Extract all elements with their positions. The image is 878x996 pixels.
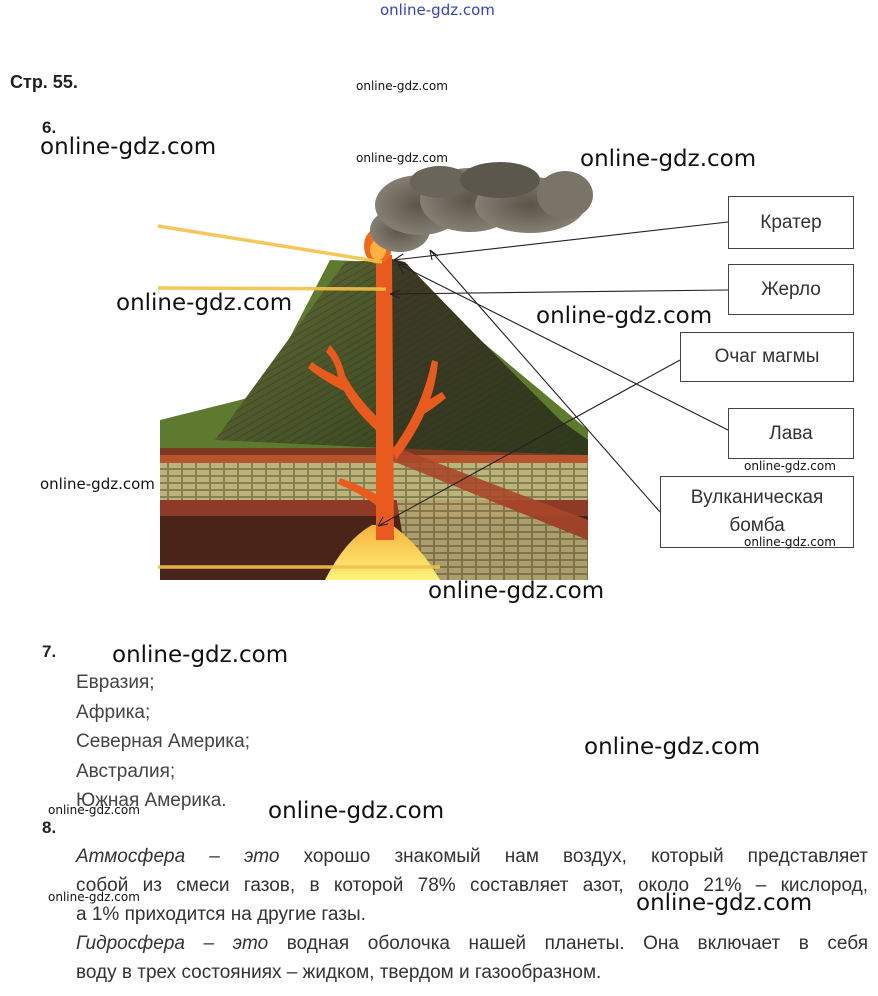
watermark: online-gdz.com [536, 303, 713, 329]
watermark: online-gdz.com [268, 798, 445, 824]
list-item: Южная Америка. [76, 790, 227, 811]
list-item: Северная Америка; [76, 731, 250, 752]
atmosphere-text-1: хорошо знакомый нам воздух, который пред… [279, 846, 868, 867]
watermark: online-gdz.com [356, 79, 448, 93]
hydrosphere-term: Гидросфера – это [76, 933, 269, 954]
list-item: Африка; [76, 701, 151, 723]
continents-list: Евразия; Африка; Северная Америка; Австр… [76, 668, 250, 816]
watermark: online-gdz.com [112, 642, 289, 668]
watermark: online-gdz.com [40, 134, 217, 160]
watermark: online-gdz.com [48, 890, 140, 904]
label-volcanic-bomb-line2: бомба [729, 515, 785, 536]
watermark: online-gdz.com [356, 151, 448, 165]
hydrosphere-text-1: водная оболочка нашей планеты. Она включ… [268, 933, 868, 954]
label-crater: Кратер [728, 196, 854, 249]
atmosphere-term: Атмосфера – это [76, 846, 280, 867]
question-6-number: 6. [42, 118, 57, 137]
list-item: Евразия; [76, 672, 155, 693]
atmosphere-paragraph: Атмосфера – это хорошо знакомый нам возд… [76, 842, 868, 929]
atmosphere-text-3: а 1% приходится на другие газы. [76, 904, 366, 925]
watermark: online-gdz.com [744, 459, 836, 473]
watermark: online-gdz.com [636, 890, 813, 916]
watermark: online-gdz.com [48, 803, 140, 817]
volcano-vent [376, 255, 394, 540]
page-reference: Стр. 55. [10, 72, 78, 92]
watermark: online-gdz.com [116, 290, 293, 316]
label-lava: Лава [728, 408, 854, 459]
watermark: online-gdz.com [584, 734, 761, 760]
list-item: Австралия; [76, 760, 176, 782]
label-volcanic-bomb: Вулканическая бомба [660, 476, 854, 548]
hydrosphere-paragraph: Гидросфера – это водная оболочка нашей п… [76, 929, 868, 987]
label-vent: Жерло [728, 264, 854, 315]
question-8-number: 8. [42, 818, 57, 837]
atmosphere-text-2: собой из смеси газов, в которой 78% сост… [76, 875, 868, 896]
question-7-number: 7. [42, 642, 57, 661]
hydrosphere-text-2: воду в трех состояниях – жидком, твердом… [76, 962, 602, 983]
watermark: online-gdz.com [40, 475, 155, 493]
watermark-top[interactable]: online-gdz.com [380, 1, 495, 19]
label-volcanic-bomb-line1: Вулканическая [690, 487, 824, 509]
watermark: online-gdz.com [744, 535, 836, 549]
watermark: online-gdz.com [580, 146, 757, 172]
watermark: online-gdz.com [428, 578, 605, 604]
smoke-plume [370, 162, 593, 252]
label-magma-chamber: Очаг магмы [680, 332, 854, 382]
